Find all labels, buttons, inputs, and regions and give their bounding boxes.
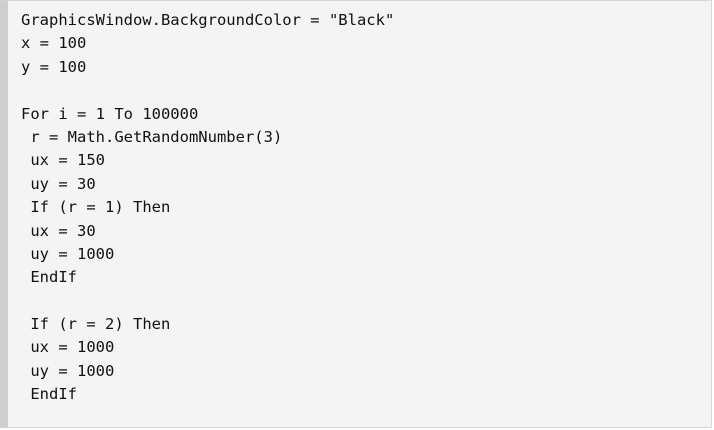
code-line-6: r = Math.GetRandomNumber(3) bbox=[21, 127, 283, 146]
code-block: GraphicsWindow.BackgroundColor = "Black"… bbox=[21, 9, 394, 407]
code-line-5: For i = 1 To 100000 bbox=[21, 104, 199, 123]
code-line-13 bbox=[21, 290, 394, 313]
code-line-4 bbox=[21, 79, 394, 102]
code-line-3: y = 100 bbox=[21, 57, 87, 76]
code-line-16: uy = 1000 bbox=[21, 361, 115, 380]
code-line-7: ux = 150 bbox=[21, 151, 105, 170]
code-line-10: ux = 30 bbox=[21, 221, 96, 240]
code-line-9: If (r = 1) Then bbox=[21, 198, 171, 217]
code-line-1: GraphicsWindow.BackgroundColor = "Black" bbox=[21, 11, 395, 29]
code-line-15: ux = 1000 bbox=[21, 338, 115, 357]
code-line-14: If (r = 2) Then bbox=[21, 315, 171, 334]
code-line-17: EndIf bbox=[21, 385, 77, 404]
code-line-12: EndIf bbox=[21, 268, 77, 287]
code-line-8: uy = 30 bbox=[21, 174, 96, 193]
code-line-2: x = 100 bbox=[21, 34, 87, 53]
code-line-11: uy = 1000 bbox=[21, 244, 115, 263]
